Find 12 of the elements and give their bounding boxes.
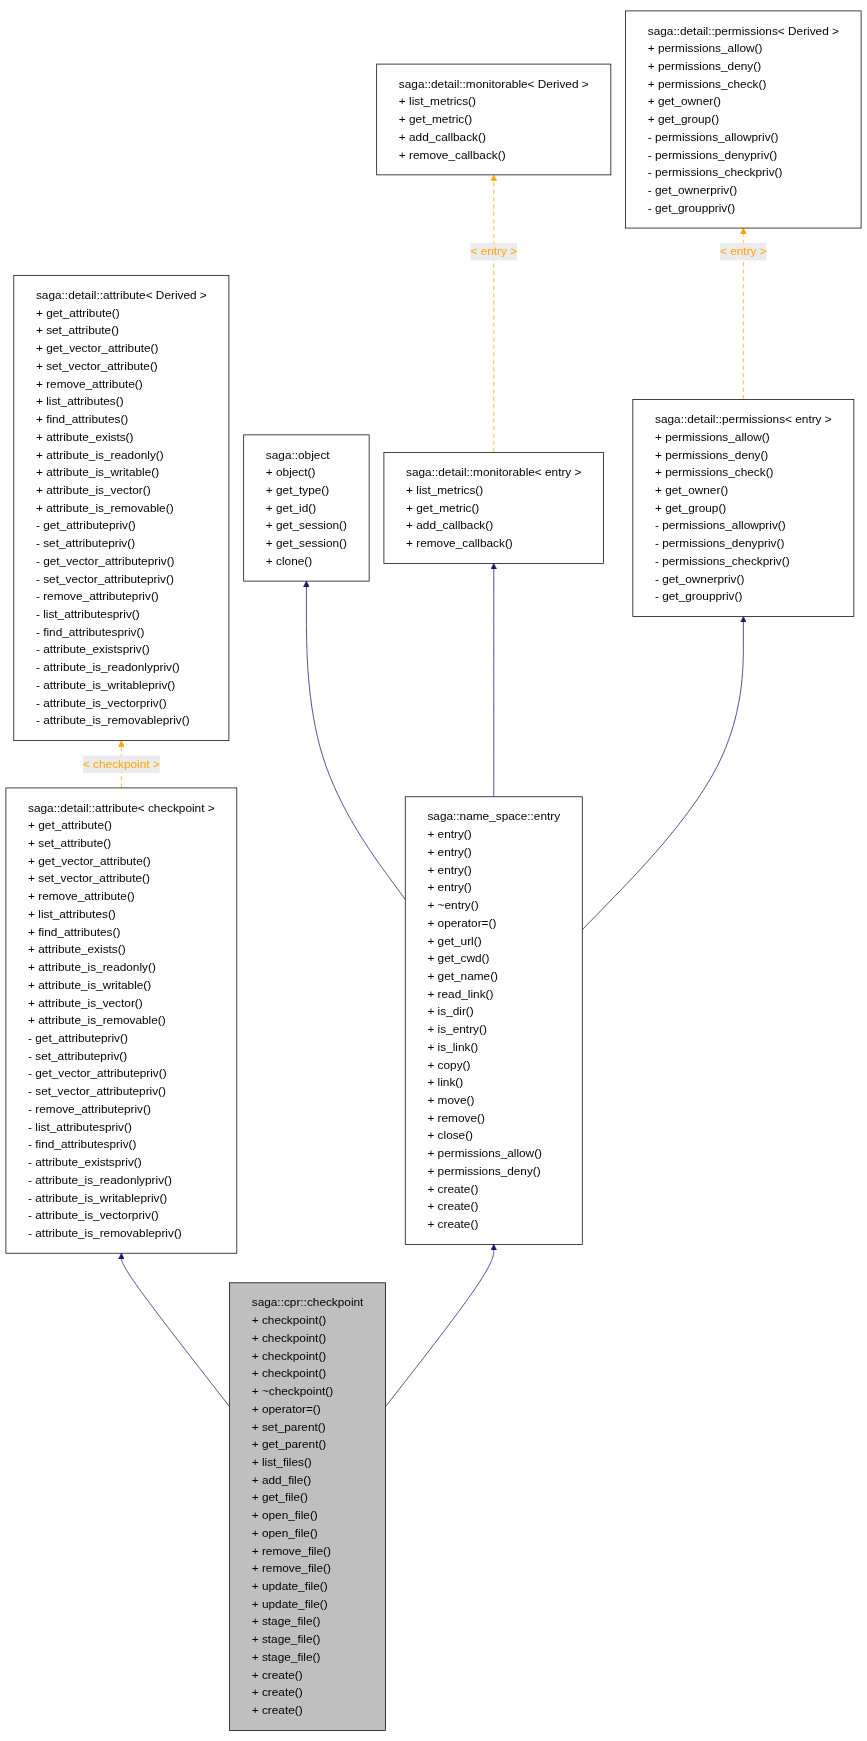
node-box: saga::name_space::entry + entry() + entry() + entry() + entry() + ~entry() + operator=() + get_url() + get_cwd() + get_name() + read_link() + is_dir() + is_entry() + is_link() + copy() + link() + move() + remove() + close() + permissions_allow() + permissions_deny() + create() + create() + create() (404, 796, 583, 1245)
node-box: saga::detail::attribute< checkpoint > + get_attribute() + set_attribute() + get_vector_attribute() + set_vector_attribute() + remove_attribute() + list_attributes() + find_attributes() + attribute_exists() + attribute_is_readonly() + attribute_is_writable() + attribute_is_vector() + attribute_is_removable() - get_attributepriv() - set_attributepriv() - get_vector_attributepriv() - set_vector_attributepriv() - remove_attributepriv() - list_attributespriv() - find_attributespriv() - attribute_existspriv() - attribute_is_readonlypriv() - attribute_is_writablepriv() - attribute_is_vectorpriv() - attribute_is_removablepriv() (5, 787, 238, 1254)
node-box: saga::detail::attribute< Derived > + get_attribute() + set_attribute() + get_vector_attribute() + set_vector_attribute() + remove_attribute() + list_attributes() + find_attributes() + attribute_exists() + attribute_is_readonly() + attribute_is_writable() + attribute_is_vector() + attribute_is_removable() - get_attributepriv() - set_attributepriv() - get_vector_attributepriv() - set_vector_attributepriv() - remove_attributepriv() - list_attributespriv() - find_attributespriv() - attribute_existspriv() - attribute_is_readonlypriv() - attribute_is_writablepriv() - attribute_is_vectorpriv() - attribute_is_removablepriv() (13, 274, 230, 741)
edge-label: < entry > (470, 244, 518, 258)
node-box: saga::detail::monitorable< entry > + list_metrics() + get_metric() + add_callback() + remove_callback() (383, 452, 604, 564)
node-box: saga::detail::permissions< entry > + permissions_allow() + permissions_deny() + permissions_check() + get_owner() + get_group() - permissions_allowpriv() - permissions_denypriv() - permissions_checkpriv() - get_ownerpriv() - get_grouppriv() (632, 398, 855, 617)
node-box: saga::object + object() + get_type() + get_id() + get_session() + get_session() + clone() (243, 434, 370, 582)
node-box: saga::cpr::checkpoint + checkpoint() + checkpoint() + checkpoint() + checkpoint() + ~checkpoint() + operator=() + set_parent() + get_parent() + list_files() + add_file() + get_file() + open_file() + open_file() + remove_file() + remove_file() + update_file() + update_file() + stage_file() + stage_file() + stage_file() + create() + create() + create() (229, 1282, 386, 1731)
node-box: saga::detail::permissions< Derived > + permissions_allow() + permissions_deny() + permissions_check() + get_owner() + get_group() - permissions_allowpriv() - permissions_denypriv() - permissions_checkpriv() - get_ownerpriv() - get_grouppriv() (625, 10, 862, 229)
node-box: saga::detail::monitorable< Derived > + list_metrics() + get_metric() + add_callback() + remove_callback() (376, 63, 612, 176)
edge-label: < checkpoint > (82, 757, 160, 771)
edge-label: < entry > (720, 244, 767, 258)
